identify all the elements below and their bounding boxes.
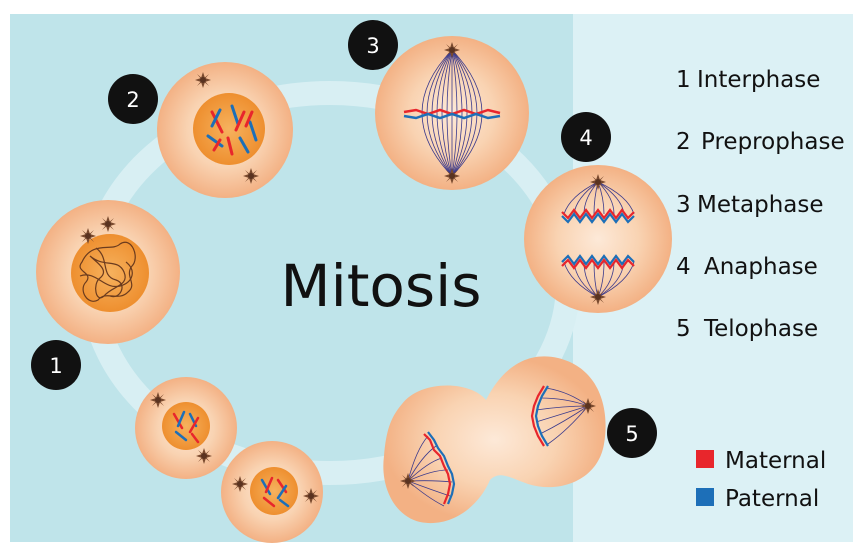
stage-list-label: Metaphase [697, 192, 824, 218]
stage-list-label: Anaphase [704, 254, 818, 280]
svg-text:4: 4 [579, 126, 592, 150]
stage-list-number: 5 [676, 316, 691, 342]
cell-interphase [36, 200, 180, 344]
stage-badge-4: 4 [561, 112, 611, 162]
stage-list-label: Preprophase [701, 129, 845, 155]
legend-label-paternal: Paternal [725, 486, 819, 512]
stage-badge-1: 1 [31, 340, 81, 390]
daughter-cell-left [135, 377, 237, 479]
stage-badge-2: 2 [108, 74, 158, 124]
stage-list-label: Interphase [697, 67, 820, 93]
cell-preprophase [157, 62, 293, 198]
svg-text:2: 2 [126, 88, 139, 112]
stage-badge-3: 3 [348, 20, 398, 70]
cell-anaphase [524, 165, 672, 313]
svg-text:3: 3 [366, 34, 379, 58]
stage-list-number: 1 [676, 67, 691, 93]
stage-badge-5: 5 [607, 408, 657, 458]
stage-list-number: 3 [676, 192, 691, 218]
stage-list-number: 4 [676, 254, 691, 280]
svg-text:5: 5 [625, 422, 638, 446]
stage-list-label: Telophase [703, 316, 818, 342]
legend-label-maternal: Maternal [725, 448, 826, 474]
legend-swatch-paternal [696, 488, 714, 506]
daughter-cell-right [221, 441, 323, 543]
cell-metaphase [375, 36, 529, 190]
stage-list-number: 2 [676, 129, 691, 155]
svg-text:1: 1 [49, 354, 62, 378]
legend-swatch-maternal [696, 450, 714, 468]
diagram-title: Mitosis [281, 252, 482, 320]
